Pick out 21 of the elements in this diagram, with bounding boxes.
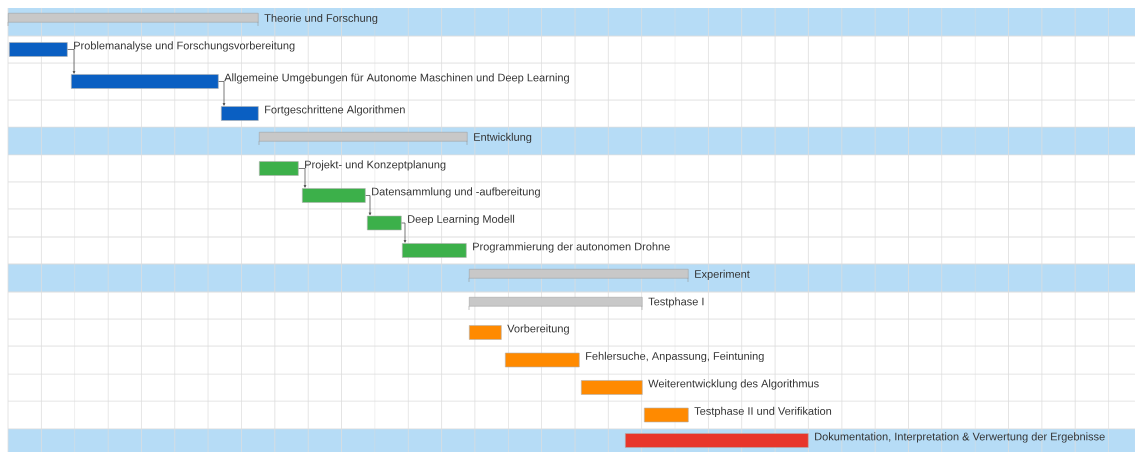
task-label: Entwicklung (474, 132, 532, 144)
dependency-arrow (365, 195, 372, 216)
task-label: Deep Learning Modell (408, 214, 515, 226)
task-label: Programmierung der autonomen Drohne (473, 242, 670, 253)
task-label: Weiterentwicklung des Algorithmus (648, 379, 819, 390)
task-label: Dokumentation, Interpretation & Verwertung der Ergebnisse (815, 432, 1105, 443)
task-label: Fehlersuche, Anpassung, Feintuning (586, 351, 764, 363)
task-label: Datensammlung und -aufbereitung (372, 187, 540, 198)
task-label: Vorbereitung (507, 324, 569, 335)
task-label: Problemanalyse und Forschungsvorbereitung (74, 41, 295, 52)
dependency-arrow (67, 49, 76, 74)
task-label: Projekt- und Konzeptplanung (305, 160, 446, 171)
dependency-arrow (298, 168, 307, 188)
dependency-arrow (218, 81, 226, 106)
task-label: Experiment (695, 269, 750, 281)
task-label: Theorie und Forschung (264, 13, 378, 25)
task-label: Testphase I (648, 297, 704, 308)
dependency-arrow (401, 222, 407, 243)
task-label: Fortgeschrittene Algorithmen (265, 105, 405, 116)
task-label: Testphase II und Verifikation (694, 406, 832, 418)
task-label: Allgemeine Umgebungen für Autonome Maschinen und Deep Learning (224, 73, 569, 84)
